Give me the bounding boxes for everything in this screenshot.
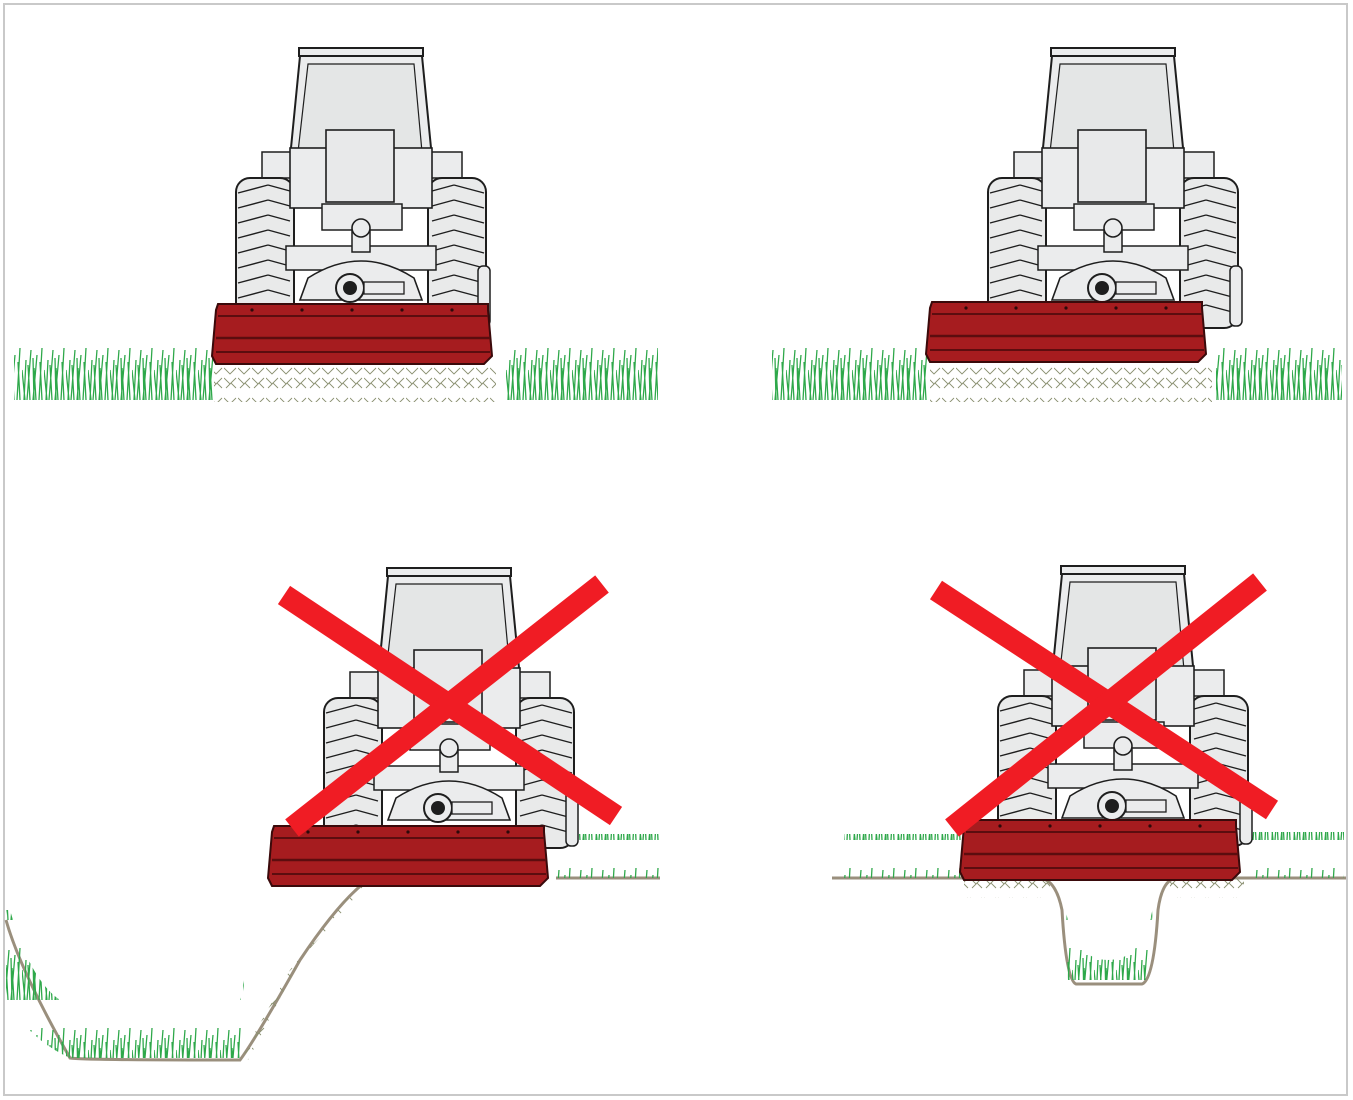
cut-grass-slope <box>244 880 370 1060</box>
flail-mower <box>268 826 548 886</box>
grass-left <box>772 320 928 402</box>
grass-right <box>1216 320 1342 402</box>
grass-slope <box>6 910 244 1058</box>
grass-right <box>1248 832 1344 878</box>
flail-mower <box>926 302 1206 362</box>
panel-flat-ground <box>0 0 676 440</box>
grass-left <box>844 834 964 878</box>
panel-embankment-slope <box>0 440 676 1100</box>
tractor <box>236 48 490 328</box>
grass-right <box>506 320 658 402</box>
grass-ditch <box>1064 900 1154 980</box>
grass-left <box>14 320 214 402</box>
flail-mower <box>960 820 1240 880</box>
flail-mower <box>212 304 492 364</box>
cut-grass <box>930 366 1212 402</box>
panel-flat-ground-offset <box>676 0 1353 440</box>
panel-ditch <box>676 440 1353 1100</box>
cut-grass <box>214 366 496 402</box>
tractor <box>988 48 1242 328</box>
